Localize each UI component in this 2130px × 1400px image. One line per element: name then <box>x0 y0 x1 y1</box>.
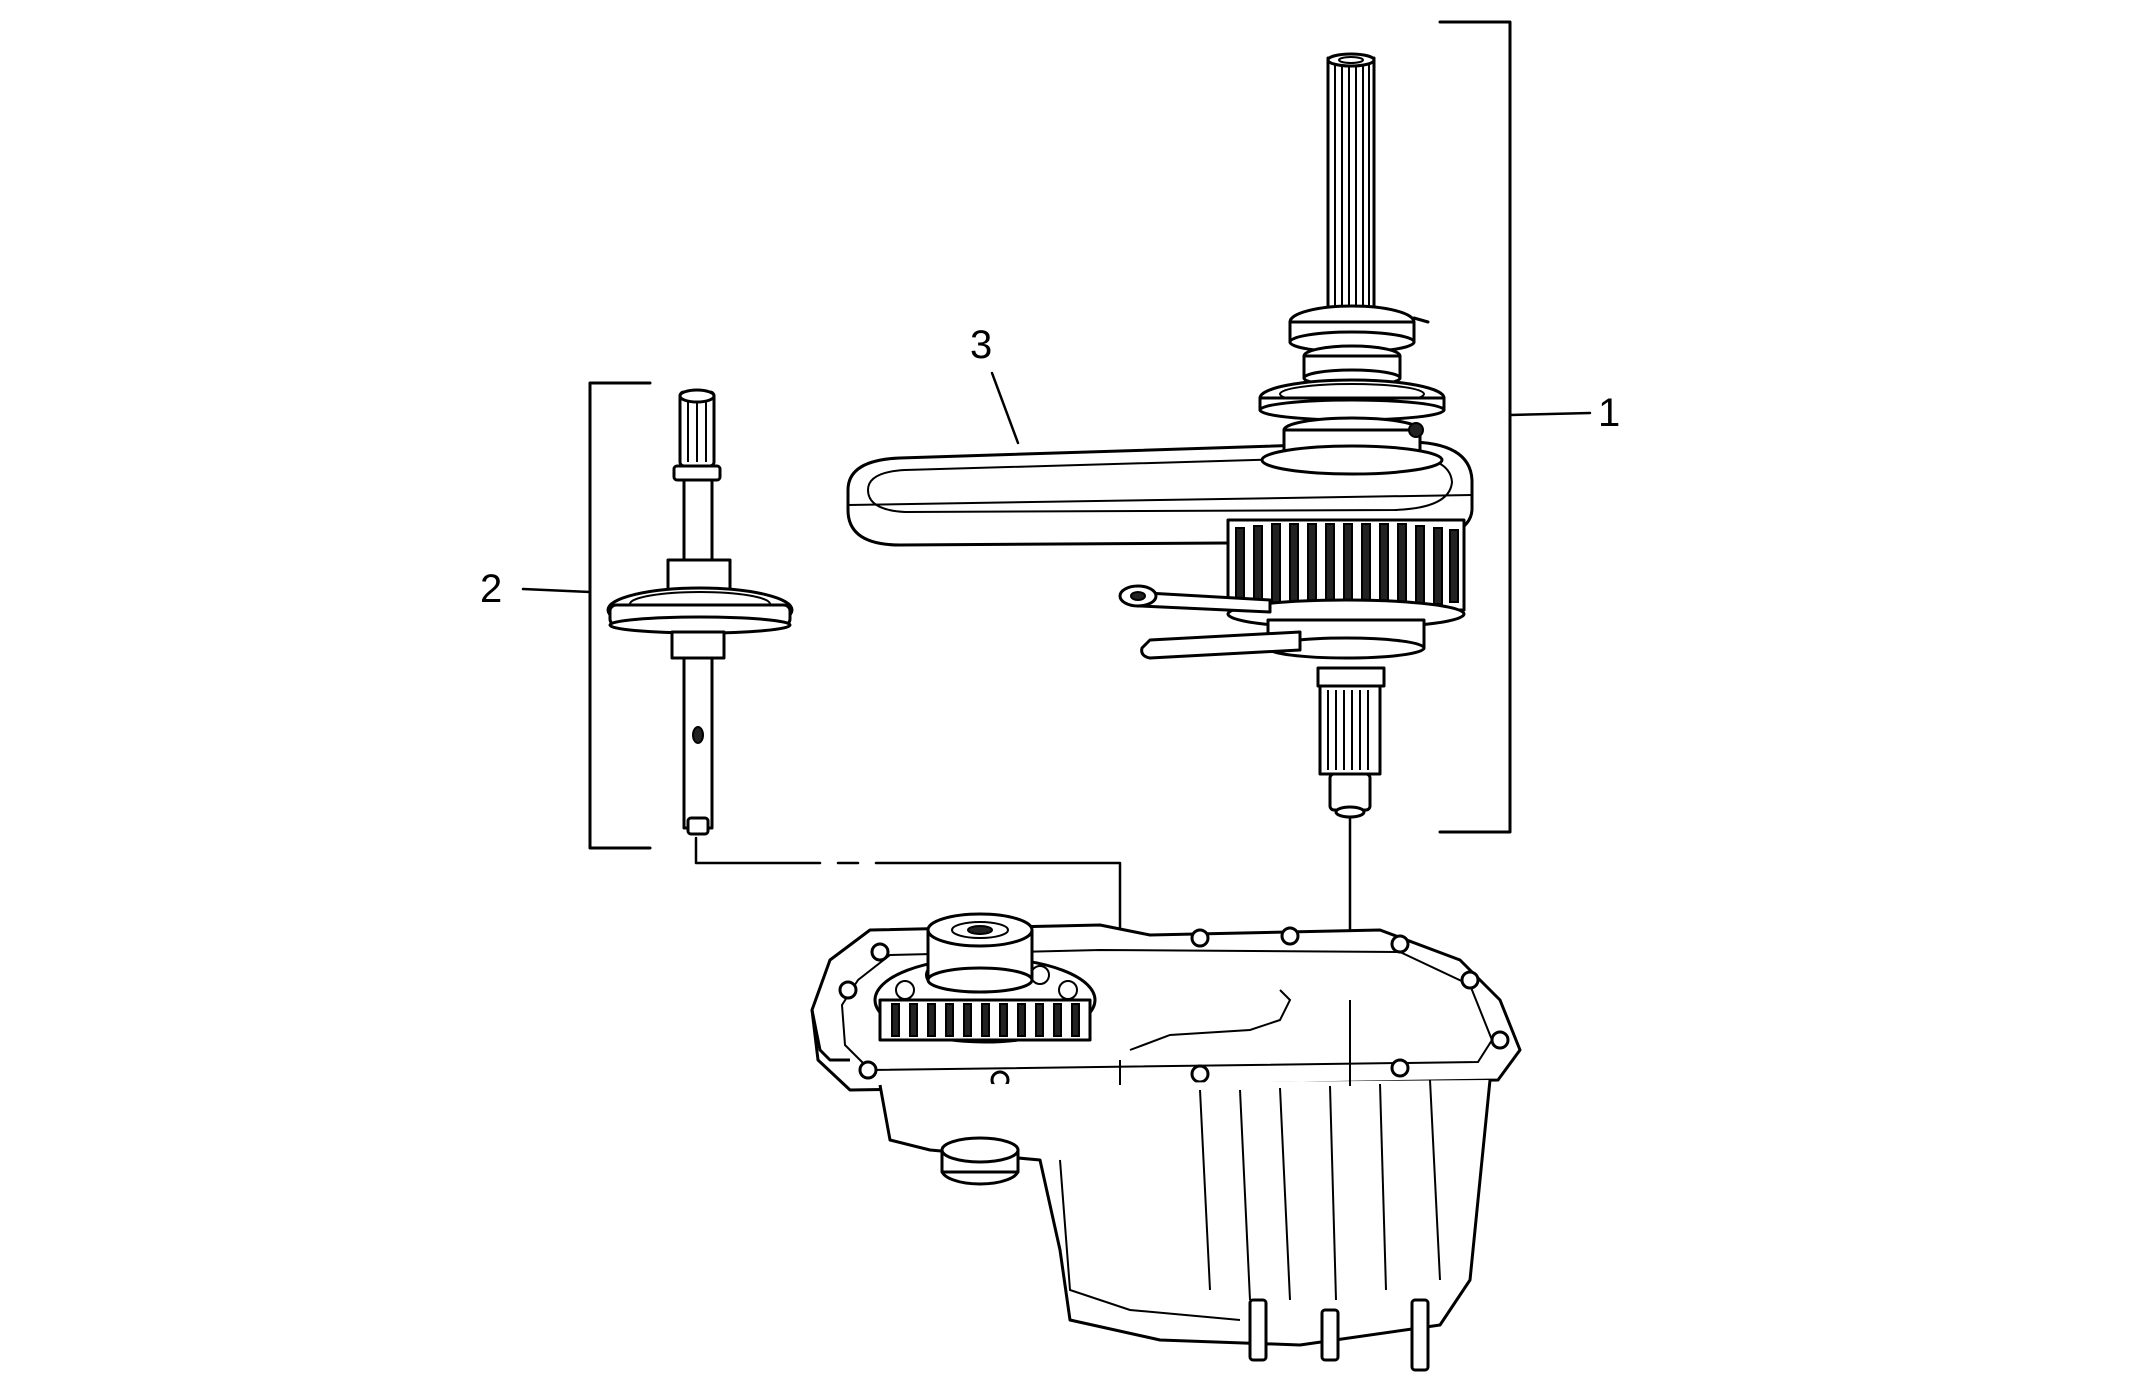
callout-3: 3 <box>970 323 992 367</box>
bracket-1 <box>1438 20 1592 834</box>
callout-1: 1 <box>1598 391 1620 435</box>
callout-2: 2 <box>480 567 502 611</box>
transfer-case-housing <box>810 912 1522 1372</box>
front-output-shaft <box>606 388 794 836</box>
mainshaft-assembly <box>1118 52 1466 819</box>
bracket-2 <box>521 381 652 850</box>
leader-3 <box>990 371 1020 445</box>
